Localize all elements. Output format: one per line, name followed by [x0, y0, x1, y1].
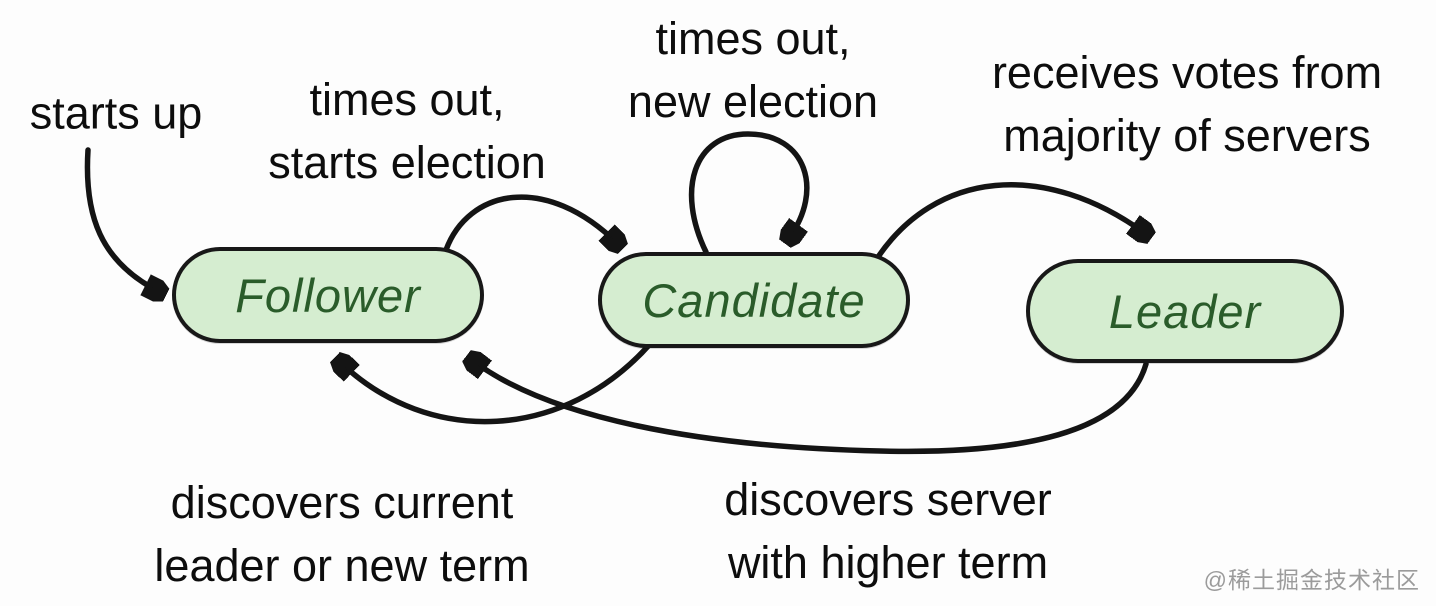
- edge-label-line: discovers server: [724, 474, 1052, 525]
- edge-label-line: discovers current: [170, 477, 514, 528]
- edge-label-line: times out,: [655, 13, 851, 64]
- candidate-label: Candidate: [642, 273, 866, 327]
- edge-label-line: with higher term: [727, 537, 1049, 588]
- edge-label-times-out-new-election: times out, new election: [628, 7, 878, 133]
- follower-label: Follower: [235, 268, 421, 322]
- state-node-leader: Leader: [1026, 259, 1344, 363]
- edge-follower-to-candidate-arrow: [443, 194, 618, 250]
- edge-leader-to-follower-arrow: [472, 360, 1149, 455]
- state-node-follower: Follower: [172, 247, 484, 343]
- edge-label-line: new election: [627, 76, 879, 127]
- edge-label-times-out-starts-election: times out, starts election: [268, 68, 546, 194]
- edge-label-line: times out,: [309, 74, 505, 125]
- edge-label-line: starts up: [29, 87, 203, 139]
- edge-label-line: majority of servers: [1003, 110, 1371, 161]
- state-node-candidate: Candidate: [598, 252, 910, 348]
- edge-label-line: starts election: [268, 137, 546, 188]
- edge-candidate-self-loop-arrow: [688, 131, 810, 255]
- watermark-text: @稀土掘金技术社区: [1203, 567, 1420, 593]
- edge-label-starts-up: starts up: [30, 82, 203, 145]
- edge-starts-up-arrow: [84, 147, 160, 292]
- edge-label-discovers-higher-term: discovers server with higher term: [724, 468, 1052, 594]
- edge-label-line: leader or new term: [154, 540, 530, 591]
- edge-candidate-to-leader-arrow: [873, 182, 1146, 263]
- edge-label-discovers-current-leader: discovers current leader or new term: [154, 471, 529, 597]
- edge-candidate-to-follower-arrow: [340, 341, 653, 425]
- leader-label: Leader: [1108, 284, 1262, 338]
- edge-label-receives-votes: receives votes from majority of servers: [992, 41, 1382, 167]
- edge-label-line: receives votes from: [991, 47, 1383, 98]
